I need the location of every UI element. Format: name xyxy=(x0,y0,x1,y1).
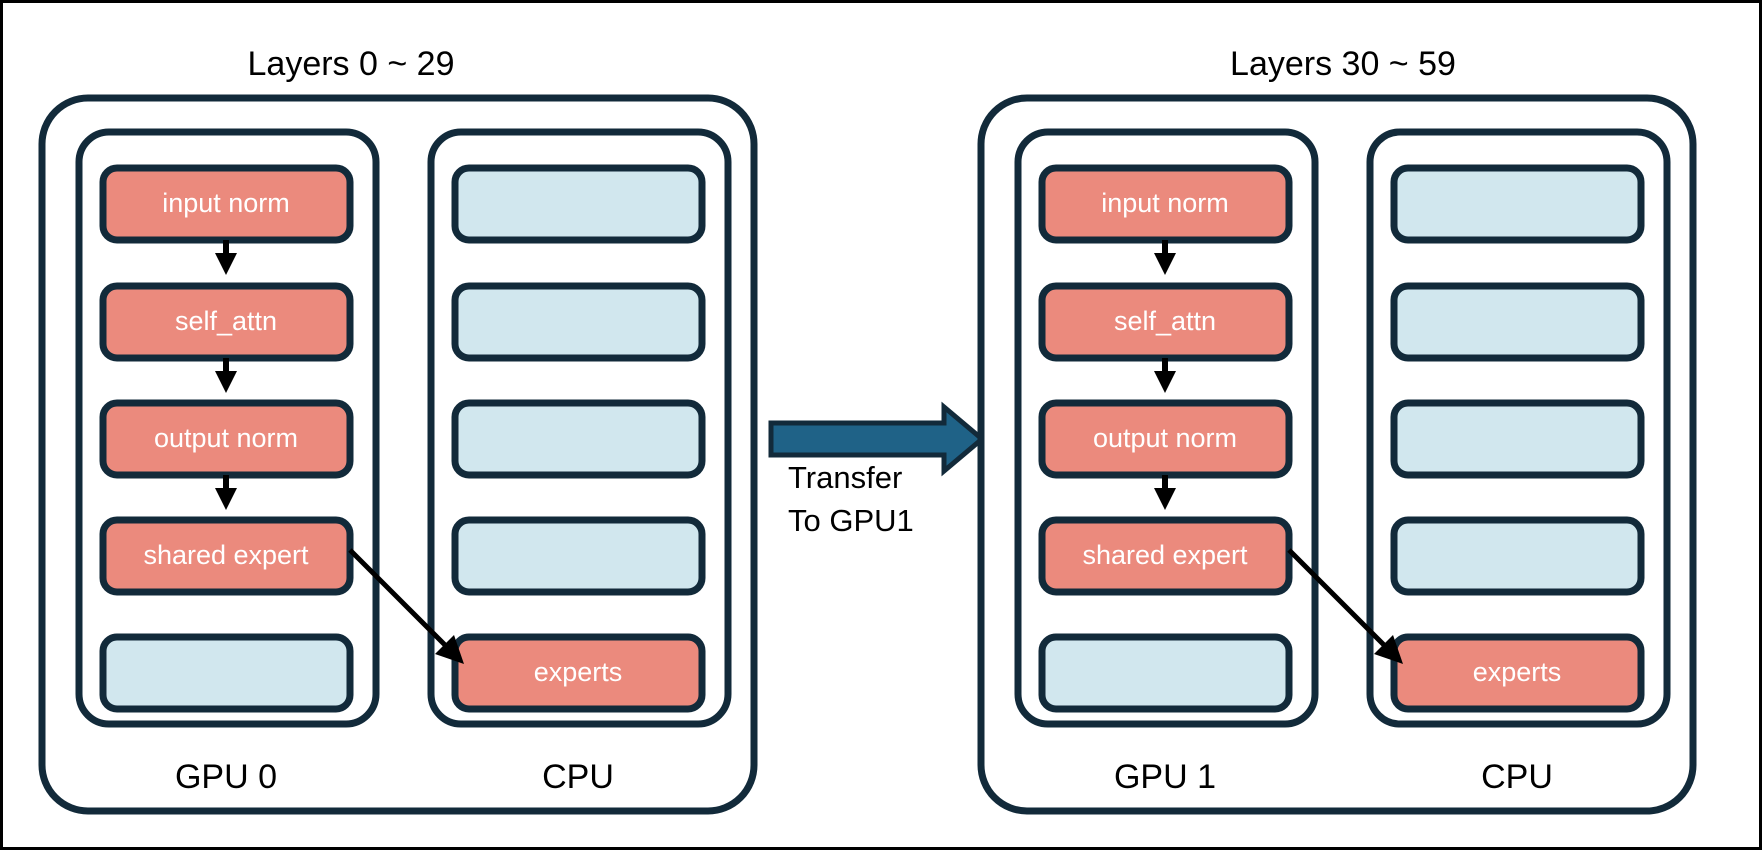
node-gpu1-output-norm-label: output norm xyxy=(1093,423,1237,453)
arrow-gpu0-shared-expert-to-experts xyxy=(348,548,464,664)
node-cpu0-slot-1[interactable] xyxy=(451,164,706,244)
group-right-title: Layers 30 ~ 59 xyxy=(1230,45,1456,83)
node-gpu0-input-norm-label: input norm xyxy=(162,188,290,218)
node-cpu0-experts-label: experts xyxy=(534,657,623,687)
arrow-gpu0-3-head xyxy=(215,488,237,510)
transfer-arrow-group: Transfer To GPU1 xyxy=(768,401,986,538)
transfer-label-line1: Transfer xyxy=(788,460,902,495)
node-cpu1-slot-4[interactable] xyxy=(1390,516,1645,596)
arrow-gpu1-shared-expert-to-experts xyxy=(1287,548,1403,664)
node-gpu0-self-attn-label: self_attn xyxy=(175,306,277,336)
node-cpu0-slot-3[interactable] xyxy=(451,399,706,479)
node-gpu0-shared-expert-label: shared expert xyxy=(143,540,309,570)
node-cpu0-slot-2[interactable] xyxy=(451,282,706,362)
node-gpu0-empty-slot[interactable] xyxy=(99,633,354,713)
panel-cpu0-device-label: CPU xyxy=(542,758,614,796)
arrow-gpu1-3-head xyxy=(1154,488,1176,510)
node-gpu0-shared-expert[interactable] xyxy=(99,516,354,596)
node-cpu1-slot-3[interactable] xyxy=(1390,399,1645,479)
panel-cpu1-device-label: CPU xyxy=(1481,758,1553,796)
group-left-title: Layers 0 ~ 29 xyxy=(248,45,455,83)
node-cpu0-experts[interactable] xyxy=(451,633,706,713)
panel-cpu1: experts CPU xyxy=(1366,128,1671,796)
node-cpu1-experts[interactable] xyxy=(1390,633,1645,713)
arrow-gpu1-1-head xyxy=(1154,253,1176,275)
node-gpu1-empty-slot[interactable] xyxy=(1038,633,1293,713)
panel-gpu1-device-label: GPU 1 xyxy=(1114,758,1216,796)
node-cpu1-experts-label: experts xyxy=(1473,657,1562,687)
group-left: Layers 0 ~ 29 input norm self_attn outpu… xyxy=(38,45,758,815)
arrow-gpu0-2-head xyxy=(215,371,237,393)
group-right: Layers 30 ~ 59 input norm self_attn outp… xyxy=(977,45,1697,815)
node-gpu1-input-norm-label: input norm xyxy=(1101,188,1229,218)
transfer-arrow-icon xyxy=(768,401,986,477)
node-gpu1-shared-expert-label: shared expert xyxy=(1082,540,1248,570)
panel-cpu0: experts CPU xyxy=(427,128,732,796)
arrow-gpu1-2-head xyxy=(1154,371,1176,393)
node-cpu0-slot-4[interactable] xyxy=(451,516,706,596)
transfer-label-line2: To GPU1 xyxy=(788,503,914,538)
node-gpu0-output-norm-label: output norm xyxy=(154,423,298,453)
node-gpu1-self-attn-label: self_attn xyxy=(1114,306,1216,336)
panel-gpu0-device-label: GPU 0 xyxy=(175,758,277,796)
arrow-gpu0-1-head xyxy=(215,253,237,275)
panel-gpu1: input norm self_attn output norm shared … xyxy=(1014,128,1319,796)
panel-gpu0: input norm self_attn output norm shared … xyxy=(75,128,380,796)
node-cpu1-slot-1[interactable] xyxy=(1390,164,1645,244)
node-cpu1-slot-2[interactable] xyxy=(1390,282,1645,362)
node-gpu1-shared-expert[interactable] xyxy=(1038,516,1293,596)
